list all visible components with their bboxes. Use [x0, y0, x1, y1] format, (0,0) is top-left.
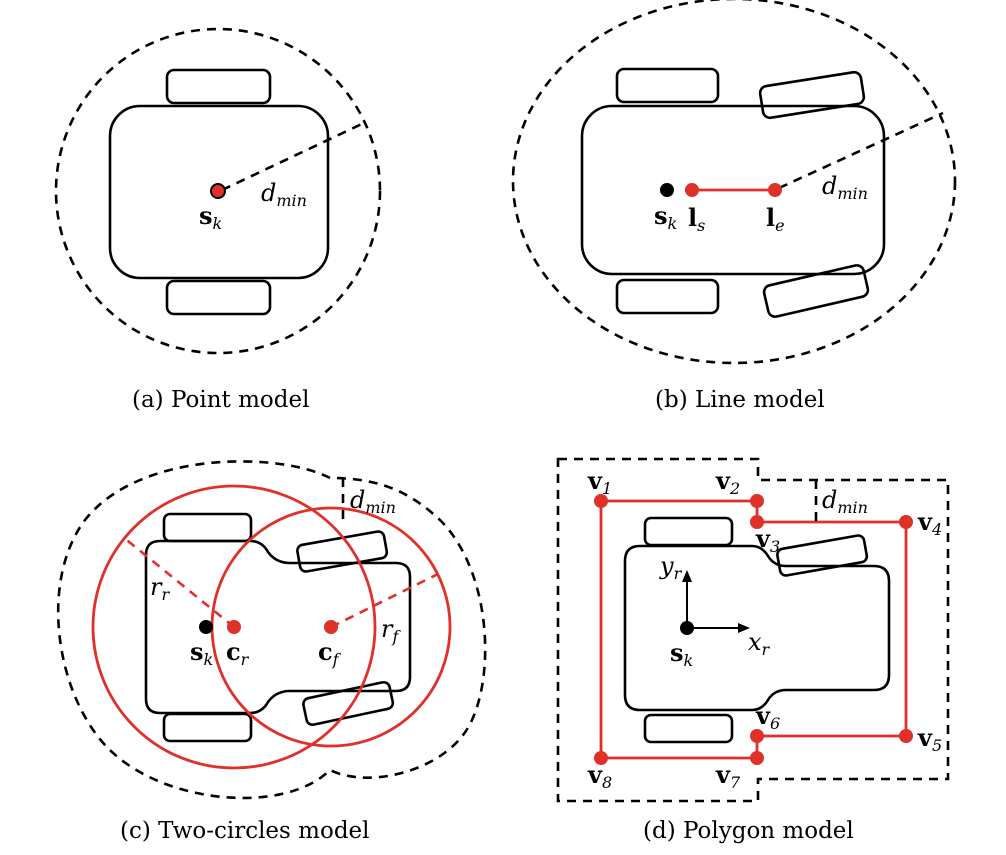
- panel-c-rr-label: rr: [150, 573, 170, 604]
- panel-b-ls-point: [685, 183, 699, 197]
- panel-b-rear-wheel-top: [615, 67, 720, 104]
- panel-d-v2-label: v2: [715, 466, 740, 498]
- panel-b-front-wheel-top: [758, 70, 866, 120]
- panel-b-sk-point: [660, 183, 674, 197]
- panel-d-v3-label: v3: [755, 524, 780, 556]
- panel-d-v5-label: v5: [917, 723, 942, 755]
- panel-c-cf-point: [324, 620, 338, 634]
- panel-c-sk-point: [199, 620, 213, 634]
- panel-b-le-point: [768, 183, 782, 197]
- panel-c-dmin-label: dmin: [350, 486, 396, 517]
- panel-d-v1-label: v1: [587, 466, 612, 498]
- panel-d-rear-wheel-top: [643, 516, 734, 547]
- panel-d-robot-body: [623, 544, 891, 712]
- panel-d-xr-arrowhead: [738, 623, 750, 633]
- panel-c-front-wheel-bottom: [302, 680, 395, 727]
- panel-c-robot-body: [144, 539, 412, 715]
- panel-d-v8-label: v8: [587, 760, 612, 792]
- panel-c-rf-label: rf: [381, 615, 401, 646]
- panel-d-v4-label: v4: [917, 507, 942, 539]
- panel-d-sk-label: sk: [670, 638, 693, 670]
- panel-c-rf-radius: [330, 572, 439, 629]
- panel-a-wheel-top: [165, 68, 272, 105]
- panel-b-ls-label: ls: [688, 203, 705, 235]
- panel-d-dmin-label: dmin: [822, 486, 868, 517]
- panel-a-dmin-radius: [221, 120, 367, 192]
- panel-c-safety-boundary: [56, 460, 487, 800]
- panel-d-v7-point: [750, 751, 764, 765]
- panel-d-v6-label: v6: [755, 701, 780, 733]
- panel-a-robot-body: [108, 104, 330, 280]
- panel-b-front-wheel-bottom: [762, 264, 870, 318]
- panel-b-rear-wheel-bottom: [615, 278, 720, 315]
- panel-a-sk-point: [210, 183, 226, 199]
- panel-b-line-model: sk ls le dmin (b) Line model: [511, 0, 957, 413]
- panel-c-rr-radius: [122, 535, 235, 629]
- panel-d-yr-arrowhead: [682, 570, 692, 582]
- panel-d-front-wheel-top: [776, 534, 869, 577]
- panel-d-caption: (d) Polygon model: [643, 818, 854, 844]
- panel-c-caption: (c) Two-circles model: [120, 818, 370, 844]
- panel-c-sk-label: sk: [190, 637, 213, 669]
- panel-b-dmin-radius: [778, 111, 944, 190]
- panel-d-yr-label: yr: [659, 552, 683, 583]
- panel-c-rear-wheel-bottom: [162, 712, 253, 743]
- panel-a-caption: (a) Point model: [132, 387, 309, 413]
- panel-d-safety-boundary: [556, 457, 950, 803]
- panel-b-caption: (b) Line model: [655, 387, 825, 413]
- panel-a-sk-label: sk: [199, 201, 222, 233]
- panel-c-two-circles-model: sk cr cf rr rf dmin (c) Two-circles mode…: [56, 460, 487, 844]
- panel-b-dmin-label: dmin: [822, 172, 868, 203]
- panel-b-le-label: le: [766, 203, 785, 235]
- panel-c-cr-point: [227, 620, 241, 634]
- panel-d-sk-point: [680, 621, 694, 635]
- panel-d-v3-point: [750, 515, 764, 529]
- panel-b-robot-body: [580, 104, 886, 276]
- panel-c-rear-wheel-top: [162, 512, 253, 543]
- panel-d-v5-point: [899, 729, 913, 743]
- panel-d-xr-label: xr: [748, 628, 771, 659]
- panel-d-polygon-model: v1 v2 v3 v4 v5 v6 v7 v8 sk yr xr dmin (d…: [556, 457, 950, 844]
- panel-a-dmin-label: dmin: [261, 179, 307, 210]
- panel-b-sk-label: sk: [654, 201, 677, 233]
- panel-d-rear-wheel-bottom: [643, 713, 734, 744]
- panel-c-cf-label: cf: [318, 637, 342, 669]
- panel-c-front-wheel-top: [296, 530, 389, 573]
- panel-d-v2-point: [750, 494, 764, 508]
- panel-c-cr-label: cr: [226, 637, 250, 669]
- panel-c-rear-circle: [91, 484, 377, 770]
- panel-d-v7-label: v7: [715, 760, 741, 792]
- panel-a-wheel-bottom: [165, 279, 272, 316]
- panel-d-v8-point: [594, 751, 608, 765]
- panel-b-safety-ellipse: [511, 0, 957, 365]
- panel-d-v1-point: [594, 494, 608, 508]
- panel-d-v6-point: [750, 729, 764, 743]
- panel-d-v4-point: [899, 515, 913, 529]
- panel-a-safety-circle: [54, 27, 382, 355]
- panel-a-point-model: sk dmin (a) Point model: [54, 27, 382, 413]
